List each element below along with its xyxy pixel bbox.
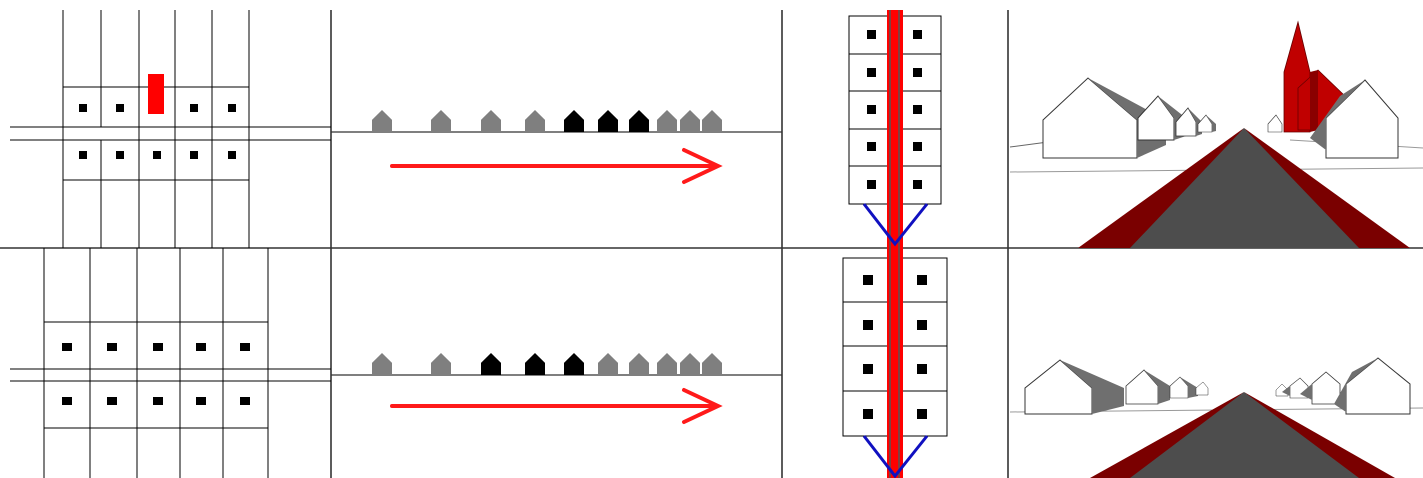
plan-view-bottom <box>10 248 331 478</box>
verge-right <box>1244 128 1410 248</box>
house-icon <box>372 353 392 375</box>
arrow-right-icon <box>390 388 723 424</box>
house-row <box>372 353 722 375</box>
highlighted-building <box>148 74 164 114</box>
house-icon <box>629 110 649 132</box>
elevation-bottom <box>331 353 782 424</box>
house-icon <box>657 353 677 375</box>
house-row <box>372 110 722 132</box>
house-icon <box>680 110 700 132</box>
house-icon <box>372 110 392 132</box>
perspective-bottom <box>1009 357 1423 478</box>
house-icon <box>564 110 584 132</box>
house-icon <box>525 110 545 132</box>
road-surface <box>1130 128 1359 248</box>
plan-view-top <box>10 10 331 248</box>
verge-left <box>1078 128 1244 248</box>
view-cone-icon <box>862 435 929 478</box>
strip-view-top <box>848 10 942 248</box>
house-icon <box>431 110 451 132</box>
house-icon <box>598 110 618 132</box>
perspective-top <box>1009 20 1423 248</box>
house-icon <box>481 353 501 375</box>
church-icon <box>1283 20 1346 133</box>
elevation-top <box>331 110 782 184</box>
plan-houses-top <box>79 74 236 159</box>
house-icon <box>598 353 618 375</box>
house-icon <box>657 110 677 132</box>
arrow-right-icon <box>390 148 723 184</box>
house-icon <box>481 110 501 132</box>
view-cone-icon <box>862 203 929 247</box>
strip-view-bottom <box>842 248 948 478</box>
house-icon <box>702 110 722 132</box>
house-icon <box>629 353 649 375</box>
road-surface <box>1130 392 1359 478</box>
verge-left <box>1090 392 1244 478</box>
house-icon <box>431 353 451 375</box>
plan-houses-bottom <box>62 343 250 405</box>
house-icon <box>525 353 545 375</box>
verge-right <box>1244 392 1395 478</box>
house-icon <box>702 353 722 375</box>
house-icon <box>680 353 700 375</box>
house-icon <box>564 353 584 375</box>
